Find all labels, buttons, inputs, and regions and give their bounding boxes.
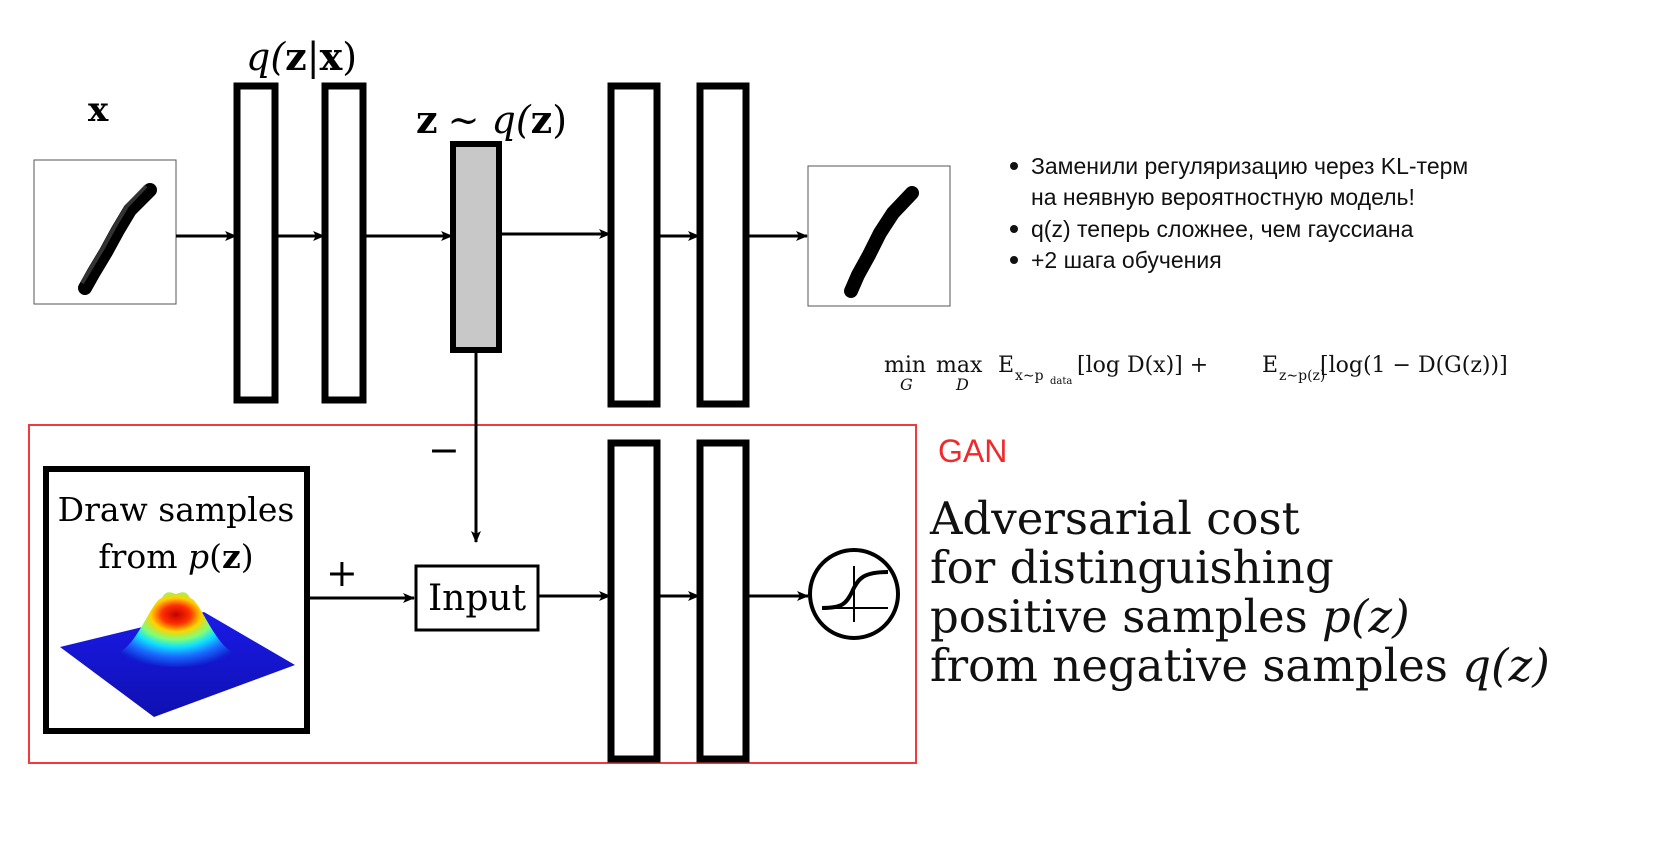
gan-label: GAN <box>938 433 1007 469</box>
bullet-1-line-2: на неявную вероятностную модель! <box>1031 184 1415 210</box>
bullet-list: Заменили регуляризацию через KL-терм на … <box>1010 153 1468 273</box>
adversarial-line-3: positive samples p(z) <box>930 590 1410 643</box>
plus-label: + <box>326 551 358 595</box>
svg-text:E: E <box>998 353 1014 378</box>
bullet-dot <box>1010 225 1018 233</box>
sigmoid-icon <box>808 548 900 640</box>
draw-samples-line-2: from p(z) <box>98 537 253 576</box>
svg-text:[log(1 − D(G(z))]: [log(1 − D(G(z))] <box>1320 353 1508 378</box>
gaussian-surface-image <box>60 592 295 717</box>
latent-label: z∼ q(z) <box>416 97 567 142</box>
gan-region-border <box>28 424 917 764</box>
input-box: Input <box>414 564 540 632</box>
adversarial-line-2: for distinguishing <box>930 541 1334 594</box>
adversarial-cost-text: Adversarial cost for distinguishing posi… <box>929 492 1550 692</box>
svg-text:G: G <box>900 375 913 394</box>
svg-text:min: min <box>884 353 926 378</box>
discriminator-layer-2 <box>696 439 750 763</box>
bullet-3: +2 шага обучения <box>1031 247 1222 273</box>
svg-text:E: E <box>1262 353 1278 378</box>
svg-text:data: data <box>1050 376 1072 387</box>
encoder-layer-2 <box>321 82 367 404</box>
svg-text:[log D(x)] +: [log D(x)] + <box>1077 353 1208 378</box>
svg-text:D: D <box>955 375 969 394</box>
prior-sample-box: Draw samples from p(z) <box>43 466 310 734</box>
draw-samples-line-1: Draw samples <box>58 490 295 529</box>
decoder-layer-1 <box>607 82 661 408</box>
bullet-1-line-1: Заменили регуляризацию через KL-терм <box>1031 153 1468 179</box>
adversarial-line-1: Adversarial cost <box>929 492 1300 545</box>
input-x-label: x <box>88 90 109 130</box>
svg-text:x∼p: x∼p <box>1015 368 1044 384</box>
input-box-label: Input <box>428 578 527 619</box>
svg-text:z∼p(z): z∼p(z) <box>1279 368 1325 384</box>
output-digit-image <box>807 165 951 307</box>
bullet-2: q(z) теперь сложнее, чем гауссиана <box>1031 216 1414 242</box>
encoder-label: q(z|x) <box>246 34 357 79</box>
bullet-dot <box>1010 256 1018 264</box>
bullet-dot <box>1010 162 1018 170</box>
discriminator-layer-1 <box>607 439 661 763</box>
adversarial-line-4: from negative samples q(z) <box>930 639 1550 692</box>
svg-text:max: max <box>936 353 983 378</box>
gan-objective-formula: min G max D E x∼p data [log D(x)] + E z∼… <box>884 353 1508 394</box>
encoder-layer-1 <box>233 82 279 404</box>
latent-z-layer <box>450 141 502 353</box>
minus-label: − <box>428 428 460 472</box>
input-digit-image <box>33 159 177 305</box>
decoder-layer-2 <box>696 82 750 408</box>
